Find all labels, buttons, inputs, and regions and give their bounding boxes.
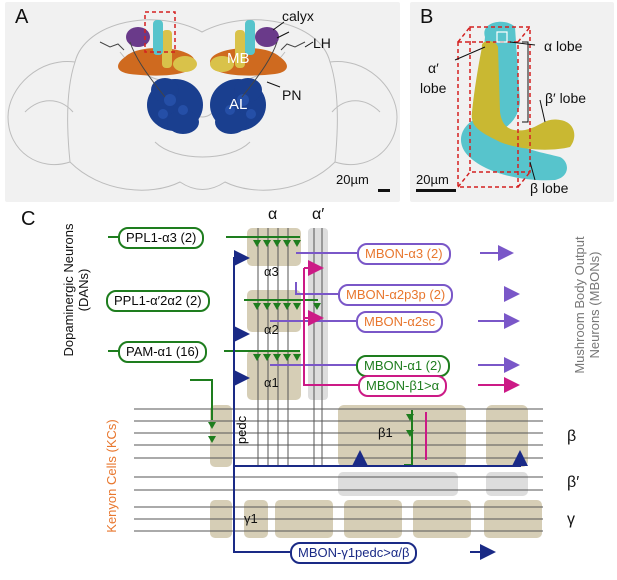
- compartment-a2-label: α2: [264, 322, 279, 337]
- panel-b-letter: B: [420, 6, 434, 28]
- beta-lobe-label: β lobe: [530, 180, 569, 196]
- scalebar-a-bar: [378, 189, 390, 192]
- compartment-bprime1: [338, 472, 458, 496]
- dan-pam-a1: PAM-α1 (16): [118, 341, 208, 363]
- alpha-lobe-label: α lobe: [544, 38, 583, 54]
- mbon-axis-line1: Mushroom Body Output: [572, 236, 587, 374]
- beta-prime-side-label: β′: [567, 474, 580, 491]
- al-label: AL: [229, 96, 248, 113]
- compartment-a3-label: α3: [264, 264, 279, 279]
- brain-illustration: [7, 11, 398, 192]
- mbon-b1-alpha-path: [303, 260, 520, 460]
- beta-prime-lobe-label: β′ lobe: [545, 90, 587, 106]
- mbon-axis-label: Mushroom Body Output Neurons (MBONs): [572, 210, 602, 400]
- pn-label: PN: [282, 87, 302, 103]
- alpha-prime-label: α′: [428, 60, 439, 76]
- kenyon-cell-axons: [134, 228, 543, 532]
- lh-label: LH: [313, 35, 331, 51]
- mbon-a2p3p: MBON-α2p3p (2): [338, 284, 454, 306]
- alpha-prime-lobe-label: lobe: [420, 80, 447, 96]
- mbon-b1-alpha: MBON-β1>α: [358, 375, 448, 397]
- scalebar-b-bar: [416, 189, 456, 192]
- dan-axis-line2: (DANs): [76, 268, 91, 312]
- scalebar-a-label: 20µm: [336, 172, 369, 187]
- dan-axis-label: Dopaminergic Neurons (DANs): [61, 210, 91, 370]
- gamma-side-label: γ: [567, 511, 575, 528]
- mbon-outputs-purple: [270, 245, 520, 373]
- compartment-a1-label: α1: [264, 375, 279, 390]
- alpha-header: α: [268, 206, 278, 223]
- mbon-axis-line2: Neurons (MBONs): [587, 251, 602, 359]
- mbon-a3: MBON-α3 (2): [357, 243, 451, 265]
- compartment-pedc-label: pedc: [234, 415, 249, 445]
- dan-ppl1-a3: PPL1-α3 (2): [118, 227, 205, 249]
- mbon-g1pedc-path: [233, 250, 528, 560]
- mbon-g1pedc: MBON-γ1pedc>α/β: [290, 542, 418, 564]
- calyx-label: calyx: [282, 8, 314, 24]
- brain-render-panel-a: [5, 2, 400, 202]
- scalebar-b-label: 20µm: [416, 172, 449, 187]
- mbon-a1: MBON-α1 (2): [356, 355, 450, 377]
- panel-c-letter: C: [21, 208, 36, 230]
- mushroom-body-illustration: [416, 21, 575, 192]
- dan-axis-line1: Dopaminergic Neurons: [61, 223, 76, 357]
- alpha-prime-header: α′: [312, 206, 325, 223]
- compartment-b1-label: β1: [378, 425, 393, 440]
- mbon-a2sc: MBON-α2sc: [356, 311, 444, 333]
- mushroom-body-render-panel-b: [410, 2, 614, 202]
- kc-axis-label: Kenyon Cells (KCs): [104, 419, 119, 533]
- beta-side-label: β: [567, 428, 577, 445]
- compartment-bprime2: [486, 472, 528, 496]
- compartment-a3: [247, 228, 301, 266]
- compartment-g1-label: γ1: [244, 511, 258, 526]
- panel-a-letter: A: [15, 6, 29, 28]
- dan-terminals: [208, 240, 414, 443]
- dan-ppl1-a2a2: PPL1-α′2α2 (2): [106, 290, 210, 312]
- mb-label: MB: [227, 50, 250, 67]
